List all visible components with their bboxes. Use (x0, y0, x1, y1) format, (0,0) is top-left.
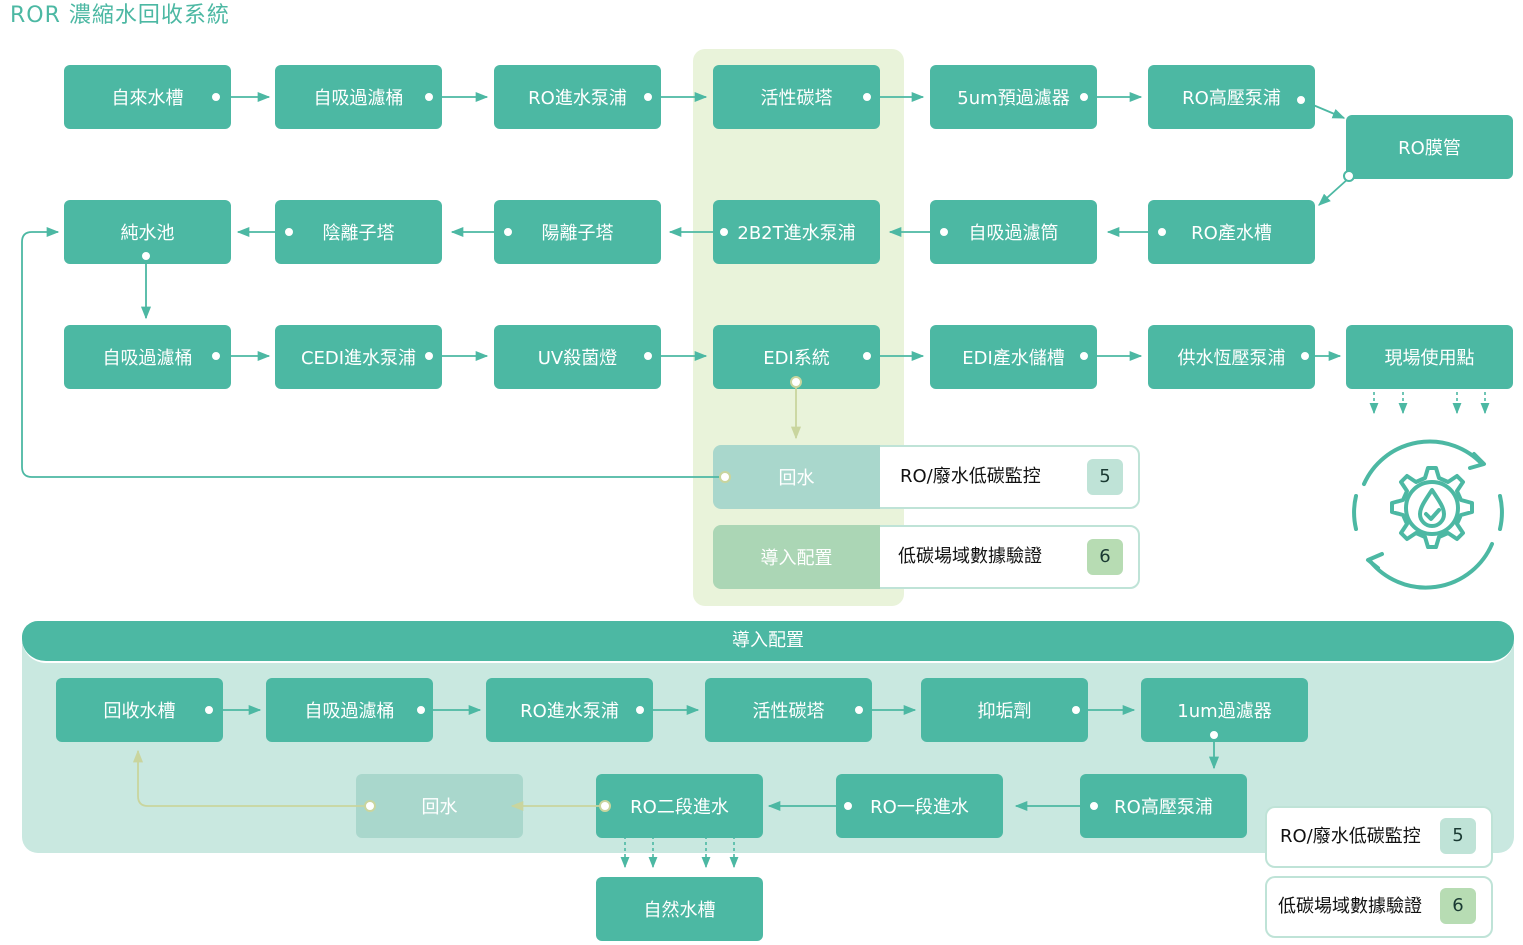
node-ro-product-tank[interactable]: RO產水槽 (1148, 200, 1315, 264)
node-tap-water-tank[interactable]: 自來水槽 (64, 65, 231, 129)
node-label: CEDI進水泵浦 (300, 348, 417, 369)
page-title: ROR 濃縮水回收系統 (10, 3, 230, 28)
node-label: 活性碳塔 (752, 701, 825, 722)
node-ro-inlet-pump[interactable]: RO進水泵浦 (494, 65, 661, 129)
node-ro-stage2-inlet[interactable]: RO二段進水 (596, 774, 763, 838)
node-label: 自吸過濾桶 (304, 701, 395, 722)
node-ro-stage1-inlet[interactable]: RO一段進水 (836, 774, 1003, 838)
card-label: RO/廢水低碳監控 (1280, 826, 1421, 847)
node-label: UV殺菌燈 (537, 348, 618, 369)
node-label: 回水 (421, 797, 458, 818)
node-label: 1um過濾器 (1177, 701, 1272, 722)
node-label: 5um預過濾器 (957, 88, 1070, 109)
node-natural-water-tank[interactable]: 自然水槽 (596, 877, 763, 941)
node-edi-product-storage[interactable]: EDI產水儲槽 (930, 325, 1097, 389)
card-badge: 5 (1087, 459, 1123, 495)
card-badge: 5 (1440, 818, 1476, 854)
node-self-priming-filter-2[interactable]: 自吸過濾桶 (64, 325, 231, 389)
node-cation-tower[interactable]: 陽離子塔 (494, 200, 661, 264)
node-constant-pressure-pump[interactable]: 供水恆壓泵浦 (1148, 325, 1315, 389)
node-activated-carbon[interactable]: 活性碳塔 (713, 65, 880, 129)
node-label: 陽離子塔 (541, 223, 614, 244)
node-bottom-self-priming-filter[interactable]: 自吸過濾桶 (266, 678, 433, 742)
node-label: 回水 (778, 468, 815, 489)
card-label: 低碳場域數據驗證 (898, 546, 1042, 567)
card-label: RO/廢水低碳監控 (900, 466, 1041, 487)
node-ro-high-pressure-pump[interactable]: RO高壓泵浦 (1148, 65, 1315, 129)
node-label: 自吸過濾筒 (968, 223, 1059, 244)
node-label: 自吸過濾桶 (313, 88, 404, 109)
node-pure-water-pool[interactable]: 純水池 (64, 200, 231, 264)
node-bottom-ro-high-pressure-pump[interactable]: RO高壓泵浦 (1080, 774, 1247, 838)
node-label: EDI系統 (763, 348, 830, 369)
node-return-water[interactable]: 回水 (713, 445, 880, 509)
node-bottom-ro-inlet-pump[interactable]: RO進水泵浦 (486, 678, 653, 742)
node-self-priming-filter-cartridge[interactable]: 自吸過濾筒 (930, 200, 1097, 264)
node-label: 自來水槽 (111, 88, 184, 109)
node-label: 現場使用點 (1384, 348, 1475, 369)
node-label: 2B2T進水泵浦 (737, 223, 856, 244)
node-2b2t-inlet-pump[interactable]: 2B2T進水泵浦 (713, 200, 880, 264)
node-label: 自然水槽 (643, 900, 716, 921)
node-label: EDI產水儲槽 (962, 348, 1065, 369)
node-cedi-inlet-pump[interactable]: CEDI進水泵浦 (275, 325, 442, 389)
node-1um-filter[interactable]: 1um過濾器 (1141, 678, 1308, 742)
node-label: RO二段進水 (630, 797, 729, 818)
node-bottom-activated-carbon[interactable]: 活性碳塔 (705, 678, 872, 742)
node-uv-lamp[interactable]: UV殺菌燈 (494, 325, 661, 389)
node-label: 自吸過濾桶 (102, 348, 193, 369)
water-recycle-gear-icon (1352, 439, 1504, 590)
node-anion-tower[interactable]: 陰離子塔 (275, 200, 442, 264)
node-point-of-use[interactable]: 現場使用點 (1346, 325, 1513, 389)
node-label: RO高壓泵浦 (1114, 797, 1213, 818)
card-label: 低碳場域數據驗證 (1278, 896, 1422, 917)
node-label: RO產水槽 (1191, 223, 1272, 244)
node-label: RO高壓泵浦 (1182, 88, 1281, 109)
node-label: 供水恆壓泵浦 (1177, 348, 1286, 369)
node-label: 回收水槽 (103, 701, 176, 722)
card-badge: 6 (1440, 888, 1476, 924)
card-badge: 6 (1087, 539, 1123, 575)
bottom-config-header: 導入配置 (22, 621, 1514, 663)
node-self-priming-filter-1[interactable]: 自吸過濾桶 (275, 65, 442, 129)
node-import-config[interactable]: 導入配置 (713, 525, 880, 589)
card-bottom-ro-monitoring[interactable] (1265, 806, 1493, 868)
node-label: RO膜管 (1398, 138, 1461, 159)
node-recycle-tank[interactable]: 回收水槽 (56, 678, 223, 742)
node-label: 導入配置 (760, 548, 833, 569)
node-ro-membrane[interactable]: RO膜管 (1346, 115, 1513, 179)
node-label: RO進水泵浦 (528, 88, 627, 109)
node-label: 陰離子塔 (322, 223, 395, 244)
node-label: RO一段進水 (870, 797, 969, 818)
node-antiscalant[interactable]: 抑垢劑 (921, 678, 1088, 742)
node-label: RO進水泵浦 (520, 701, 619, 722)
node-label: 純水池 (120, 223, 175, 244)
node-edi-system[interactable]: EDI系統 (713, 325, 880, 389)
node-label: 活性碳塔 (760, 88, 833, 109)
node-5um-prefilter[interactable]: 5um預過濾器 (930, 65, 1097, 129)
node-bottom-return-water[interactable]: 回水 (356, 774, 523, 838)
node-label: 抑垢劑 (977, 701, 1032, 722)
